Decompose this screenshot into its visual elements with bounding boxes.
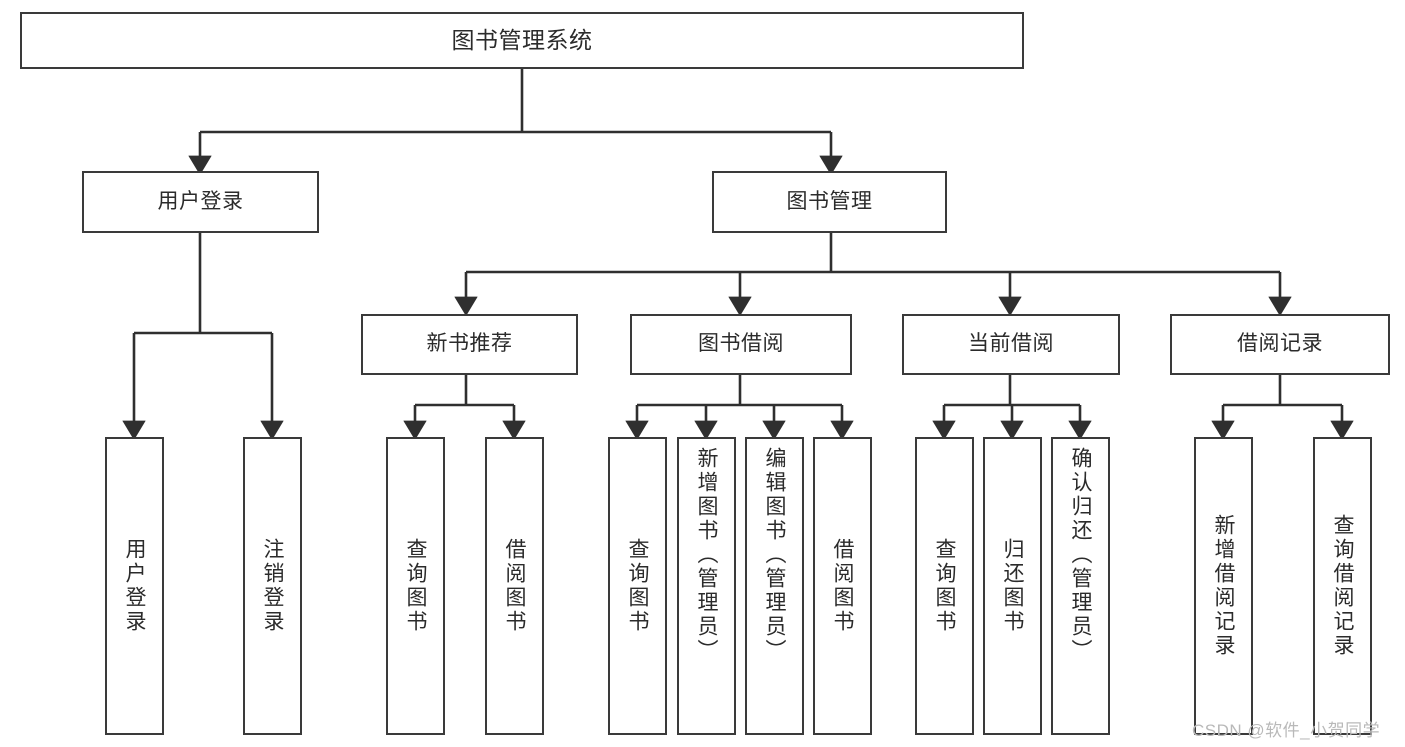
node-leaf-add-borrow-record[interactable]: 新增借阅记录	[1194, 437, 1253, 735]
node-label: 图书管理系统	[451, 26, 593, 53]
node-label: 新增图书（管理员）	[695, 447, 718, 663]
node-label: 查询图书	[626, 538, 649, 634]
node-leaf-edit-book-admin[interactable]: 编辑图书（管理员）	[745, 437, 804, 735]
node-leaf-borrow-book[interactable]: 借阅图书	[813, 437, 872, 735]
node-leaf-confirm-return-admin[interactable]: 确认归还（管理员）	[1051, 437, 1110, 735]
node-borrow-record[interactable]: 借阅记录	[1170, 314, 1390, 375]
node-label: 借阅图书	[503, 538, 526, 634]
node-leaf-query-borrow-record[interactable]: 查询借阅记录	[1313, 437, 1372, 735]
node-leaf-query-book-current[interactable]: 查询图书	[915, 437, 974, 735]
node-label: 用户登录	[123, 538, 146, 634]
node-book-management[interactable]: 图书管理	[712, 171, 947, 233]
node-root-book-management-system[interactable]: 图书管理系统	[20, 12, 1024, 69]
node-label: 当前借阅	[968, 332, 1054, 356]
node-leaf-add-book-admin[interactable]: 新增图书（管理员）	[677, 437, 736, 735]
node-label: 查询图书	[404, 538, 427, 634]
node-new-book-recommend[interactable]: 新书推荐	[361, 314, 578, 375]
node-label: 新增借阅记录	[1212, 514, 1235, 658]
node-label: 借阅记录	[1237, 332, 1323, 356]
node-label: 新书推荐	[426, 332, 513, 356]
node-leaf-query-book-borrow[interactable]: 查询图书	[608, 437, 667, 735]
node-book-borrow[interactable]: 图书借阅	[630, 314, 852, 375]
node-label: 查询借阅记录	[1331, 514, 1354, 658]
node-label: 注销登录	[261, 538, 284, 634]
node-leaf-borrow-book-recommend[interactable]: 借阅图书	[485, 437, 544, 735]
node-label: 图书管理	[786, 189, 873, 213]
csdn-watermark: CSDN @软件_小贺同学	[1192, 721, 1381, 740]
node-label: 编辑图书（管理员）	[763, 447, 786, 663]
node-leaf-query-book-recommend[interactable]: 查询图书	[386, 437, 445, 735]
node-label: 确认归还（管理员）	[1069, 447, 1092, 663]
node-leaf-user-login[interactable]: 用户登录	[105, 437, 164, 735]
node-label: 图书借阅	[698, 332, 784, 356]
node-label: 归还图书	[1001, 538, 1024, 634]
node-label: 借阅图书	[831, 538, 854, 634]
node-leaf-logout[interactable]: 注销登录	[243, 437, 302, 735]
node-user-login[interactable]: 用户登录	[82, 171, 319, 233]
node-label: 查询图书	[933, 538, 956, 634]
node-label: 用户登录	[157, 189, 244, 213]
node-leaf-return-book[interactable]: 归还图书	[983, 437, 1042, 735]
node-current-borrow[interactable]: 当前借阅	[902, 314, 1120, 375]
